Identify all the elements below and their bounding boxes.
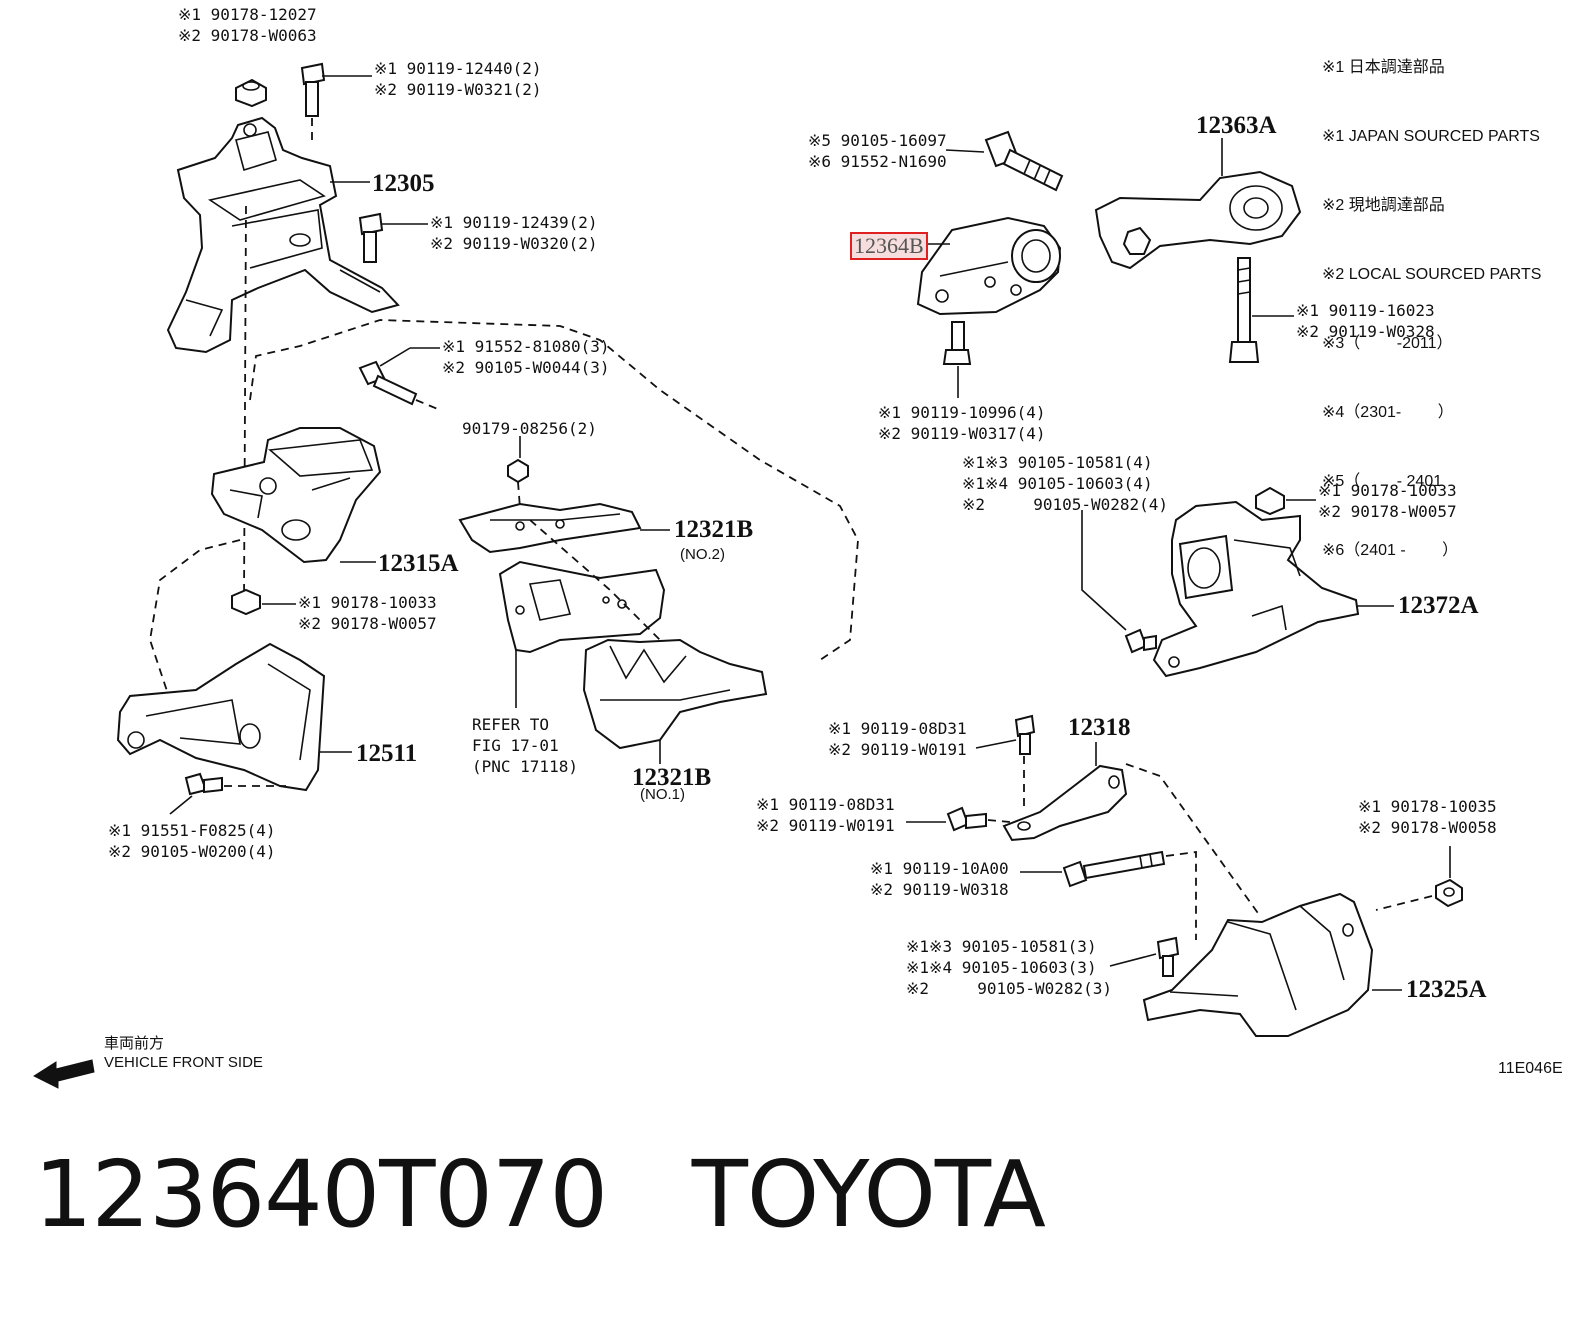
callout-bolt-90105-16097[interactable]: ※5 90105-16097 ※6 91552-N1690 — [808, 131, 947, 171]
part-12321B-no1-drawing — [582, 638, 768, 750]
bolt-90119-16023 — [1228, 257, 1260, 363]
bolt-90105-16097 — [984, 130, 1064, 192]
callout-bolt-90119-08D31-upper[interactable]: ※1 90119-08D31 ※2 90119-W0191 — [828, 719, 967, 759]
pnc-label-12364B-highlighted[interactable]: 12364B — [850, 232, 928, 260]
legend-line: ※3（ -2011） — [1322, 335, 1453, 352]
bolt-90119-12440 — [300, 62, 326, 140]
nut-90178-10035 — [1435, 878, 1463, 908]
callout-bolt-90119-08D31-lower[interactable]: ※1 90119-08D31 ※2 90119-W0191 — [756, 795, 895, 835]
bolt-91551-F0825 — [184, 772, 286, 796]
callout-bolt-91552-81080[interactable]: ※1 91552-81080(3) ※2 90105-W0044(3) — [442, 337, 610, 377]
part-12321B-no2-drawing — [458, 502, 642, 554]
pnc-label-12372A[interactable]: 12372A — [1398, 592, 1479, 619]
callout-nut-90178-10035[interactable]: ※1 90178-10035 ※2 90178-W0058 — [1358, 797, 1497, 837]
callout-nut-90178-12027[interactable]: ※1 90178-12027 ※2 90178-W0063 — [178, 5, 317, 45]
bolt-90119-08D31-upper — [1014, 714, 1036, 812]
part-12363A-drawing — [1094, 170, 1302, 270]
nut-90178-12027 — [235, 78, 267, 108]
callout-bolt-90119-12440[interactable]: ※1 90119-12440(2) ※2 90119-W0321(2) — [374, 59, 542, 99]
legend-line: ※5（ - 2401 — [1322, 473, 1443, 490]
pnc-sub-no1: (NO.1) — [640, 786, 685, 803]
part-12315A-drawing — [210, 427, 382, 564]
nut-90178-10033-right — [1255, 486, 1285, 516]
bolt-91552-81080 — [358, 360, 441, 411]
pnc-sub-no2: (NO.2) — [680, 546, 725, 563]
pnc-label-12305[interactable]: 12305 — [372, 170, 435, 197]
front-arrow-icon — [32, 1059, 95, 1089]
bolt-90119-12439 — [358, 212, 384, 263]
part-12372A-drawing — [1152, 500, 1360, 678]
part-title: 123640T070 TOYOTA — [34, 1141, 1046, 1248]
part-12318-drawing — [1002, 764, 1128, 842]
part-12364B-drawing — [916, 216, 1062, 316]
legend-line: ※2 現地調達部品 — [1322, 197, 1445, 214]
legend-line: ※1 JAPAN SOURCED PARTS — [1322, 128, 1540, 145]
pnc-label-12321B-no1[interactable]: 12321B — [632, 764, 712, 791]
callout-bolt-91551-F0825[interactable]: ※1 91551-F0825(4) ※2 90105-W0200(4) — [108, 821, 276, 861]
bolt-90119-08D31-lower — [946, 806, 1011, 832]
callout-nut-90178-10033-right[interactable]: ※1 90178-10033 ※2 90178-W0057 — [1318, 481, 1457, 521]
direction-label-en: VEHICLE FRONT SIDE — [104, 1054, 263, 1071]
part-12305-drawing — [166, 116, 400, 354]
bolt-90105-10581-upper — [1124, 628, 1157, 654]
callout-bolt-90119-10A00[interactable]: ※1 90119-10A00 ※2 90119-W0318 — [870, 859, 1009, 899]
bolt-90105-10581-lower — [1156, 936, 1180, 977]
bolt-90119-10A00 — [1062, 850, 1166, 888]
part-12511-drawing — [116, 642, 326, 792]
legend-line: ※2 LOCAL SOURCED PARTS — [1322, 266, 1542, 283]
callout-nut-90179-08256[interactable]: 90179-08256(2) — [462, 419, 597, 438]
direction-label-jp: 車両前方 — [104, 1035, 165, 1052]
legend-line: ※4（2301- ） — [1322, 404, 1454, 421]
callout-bolt-90105-10581-lower[interactable]: ※1※3 90105-10581(3) ※1※4 90105-10603(3) … — [906, 937, 1113, 998]
legend-line: ※1 日本調達部品 — [1322, 59, 1445, 76]
nut-90179-08256 — [507, 458, 529, 509]
callout-nut-90178-10033-left[interactable]: ※1 90178-10033 ※2 90178-W0057 — [298, 593, 437, 633]
refer-bracket-drawing — [498, 519, 666, 654]
callout-refer-fig-17-01[interactable]: REFER TO FIG 17-01 (PNC 17118) — [472, 715, 578, 776]
pnc-label-12318[interactable]: 12318 — [1068, 714, 1131, 741]
pnc-label-12511[interactable]: 12511 — [356, 740, 418, 767]
pnc-label-12325A[interactable]: 12325A — [1406, 976, 1487, 1003]
part-12325A-drawing — [1142, 892, 1374, 1037]
pnc-label-12363A[interactable]: 12363A — [1196, 112, 1277, 139]
diagram-code: 11E046E — [1498, 1060, 1563, 1077]
bolt-90119-10996 — [942, 321, 972, 365]
legend: ※1 日本調達部品 ※1 JAPAN SOURCED PARTS ※2 現地調達… — [1322, 10, 1541, 585]
legend-line: ※6（2401 - ） — [1322, 542, 1459, 559]
callout-bolt-90119-16023[interactable]: ※1 90119-16023 ※2 90119-W0328 — [1296, 301, 1435, 341]
pnc-label-12321B-no2[interactable]: 12321B — [674, 516, 754, 543]
callout-bolt-90119-12439[interactable]: ※1 90119-12439(2) ※2 90119-W0320(2) — [430, 213, 598, 253]
nut-90178-10033-left — [231, 588, 261, 616]
callout-bolt-90119-10996[interactable]: ※1 90119-10996(4) ※2 90119-W0317(4) — [878, 403, 1046, 443]
callout-bolt-90105-10581-upper[interactable]: ※1※3 90105-10581(4) ※1※4 90105-10603(4) … — [962, 453, 1169, 514]
pnc-label-12315A[interactable]: 12315A — [378, 550, 459, 577]
